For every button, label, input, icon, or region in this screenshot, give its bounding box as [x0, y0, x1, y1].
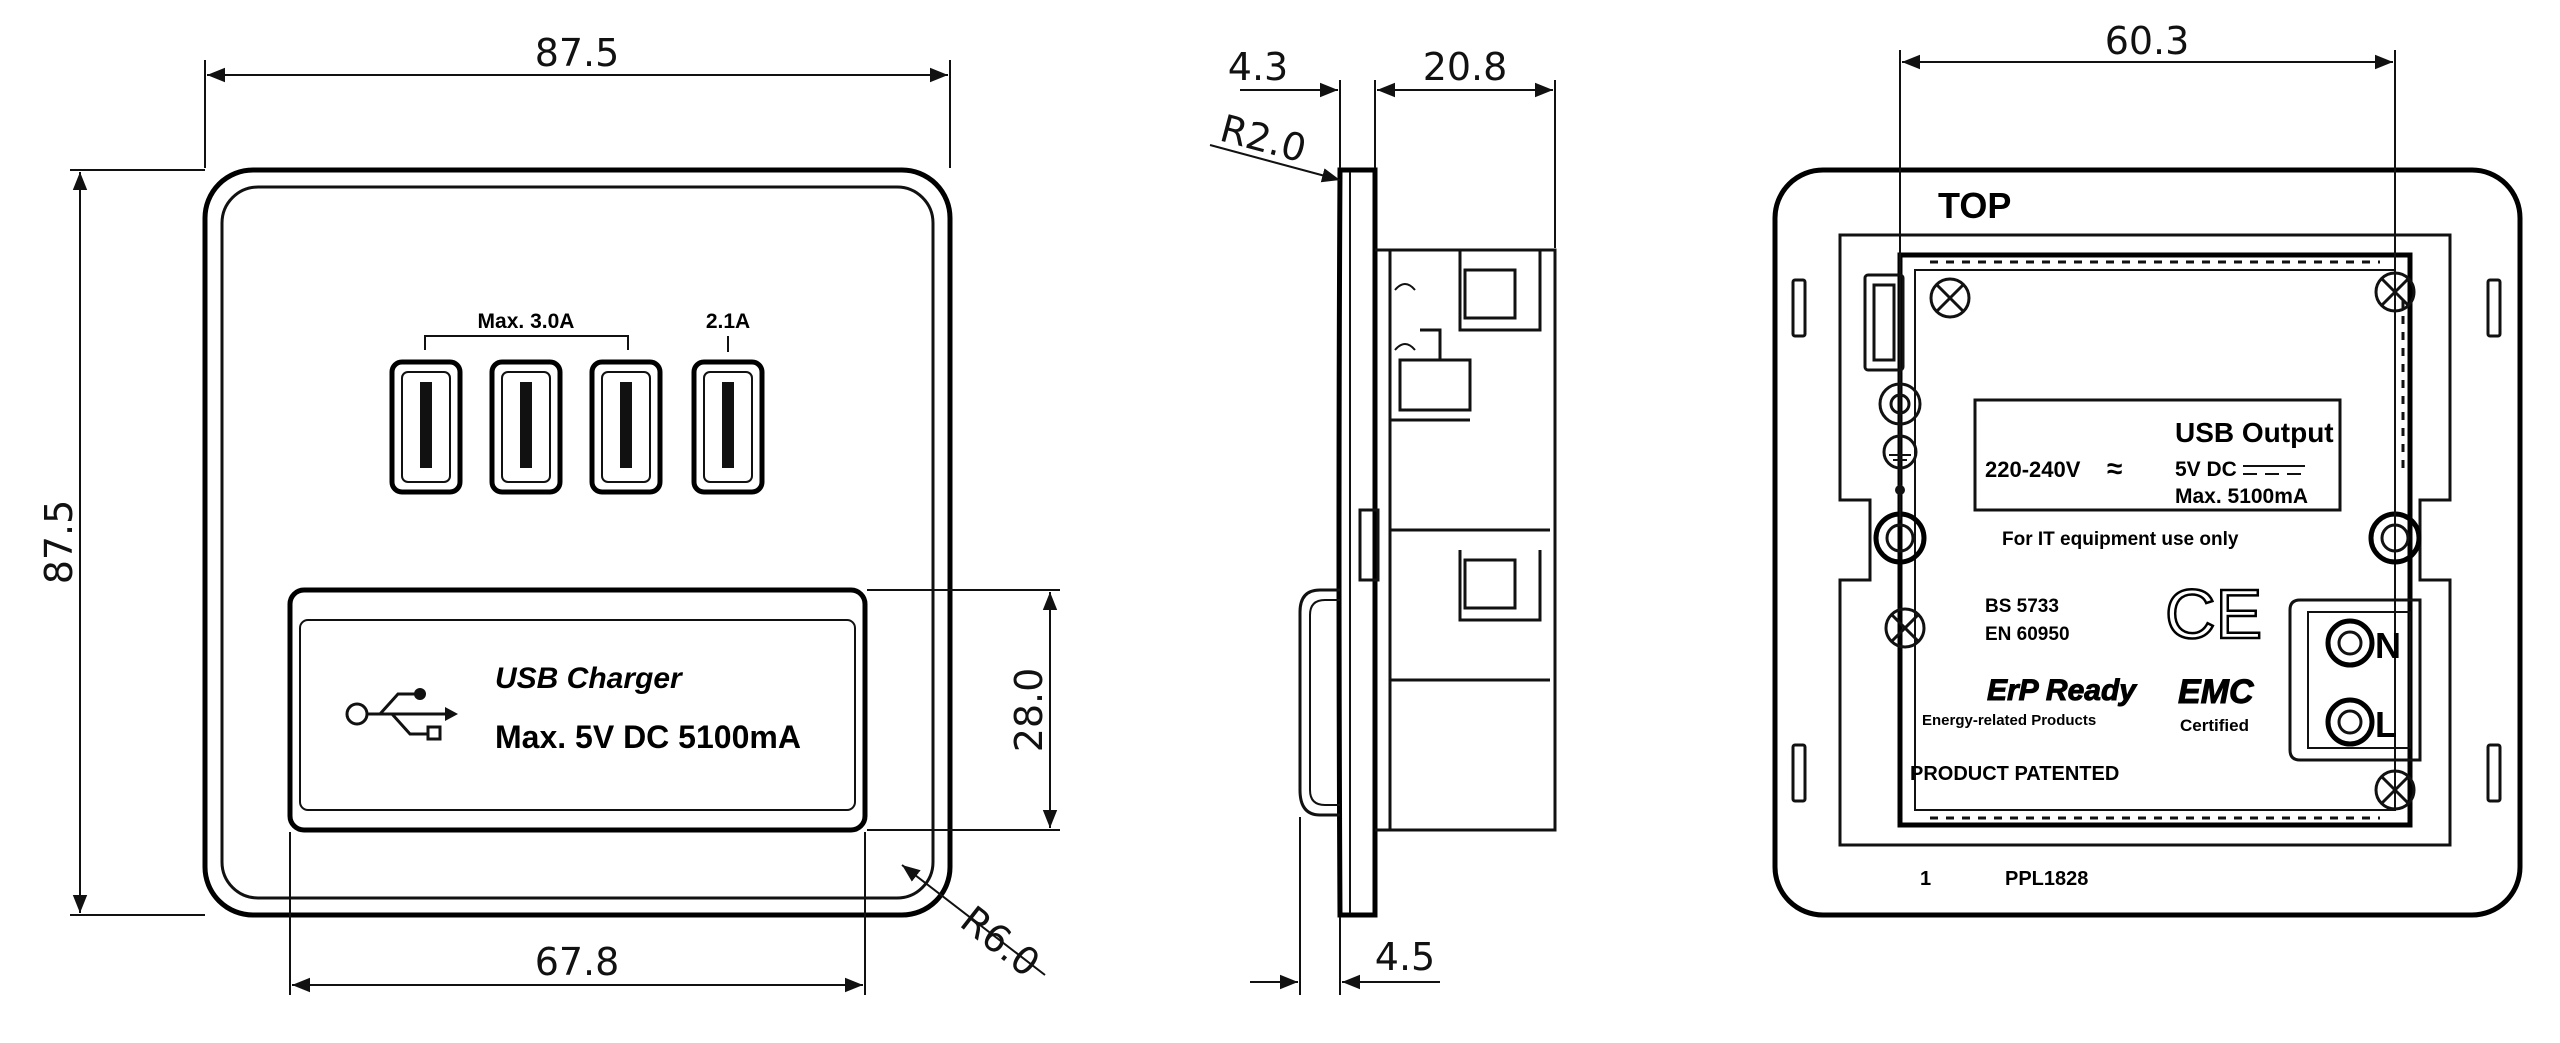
svg-text:R2.0: R2.0	[1216, 106, 1311, 171]
svg-text:60.3: 60.3	[2105, 19, 2190, 63]
side-rear-rim	[1298, 588, 1340, 817]
emc-sub: Certified	[2180, 716, 2249, 735]
usb-port-3	[589, 359, 663, 495]
output-voltage: 5V DC	[2175, 458, 2237, 481]
patent-label: PRODUCT PATENTED	[1910, 763, 2119, 785]
terminal-n-screw	[2325, 618, 2375, 668]
ce-mark: CE	[2165, 575, 2262, 653]
terminal-n-label: N	[2375, 625, 2401, 666]
screw-bottom-left	[1884, 607, 1926, 649]
dim-height: 87.5	[37, 169, 205, 916]
dim-label-width: 67.8	[289, 832, 866, 995]
dim-fixing-centres: 60.3	[1899, 19, 2396, 520]
side-view: 4.3 20.8 R2.0 4.5	[1209, 45, 1557, 995]
dim-label-height: 28.0	[867, 589, 1060, 831]
mount-slot-tl	[1791, 278, 1807, 338]
dim-bottom: 4.5	[1250, 817, 1440, 995]
input-voltage: 220-240V	[1985, 457, 2081, 482]
top-label: TOP	[1938, 185, 2011, 226]
dim-width: 87.5	[204, 31, 951, 168]
svg-text:R6.0: R6.0	[952, 897, 1048, 985]
svg-text:20.8: 20.8	[1423, 45, 1508, 89]
port-group-label: Max. 3.0A	[478, 310, 575, 333]
mount-slot-bl	[1791, 743, 1807, 803]
rear-frame	[1838, 233, 2452, 847]
earth-terminal	[1863, 273, 1922, 495]
svg-text:28.0: 28.0	[1007, 668, 1051, 753]
dim-corner-radius: R6.0	[901, 864, 1048, 986]
label-panel-outer	[287, 587, 868, 833]
emc-title: EMC	[2178, 673, 2254, 711]
standard-en: EN 60950	[1985, 624, 2070, 645]
rear-number: 1	[1920, 868, 1931, 890]
single-port-label: 2.1A	[706, 310, 750, 333]
ac-symbol: ≈	[2107, 453, 2122, 484]
product-code: PPL1828	[2005, 868, 2088, 890]
front-view: Max. 3.0A 2.1A	[37, 31, 1060, 995]
label-title: USB Charger	[495, 662, 684, 695]
usb-icon	[345, 688, 458, 741]
standard-bs: BS 5733	[1985, 596, 2059, 617]
screw-top-left	[1929, 277, 1971, 319]
side-plate	[1336, 167, 1378, 918]
rear-view: TOP 220-240V ≈ USB Output 5V DC Max. 510…	[1772, 19, 2523, 918]
screw-bottom-right	[2374, 769, 2416, 811]
side-body	[1358, 248, 1557, 832]
terminal-l-screw	[2325, 697, 2375, 747]
mount-slot-tr	[2486, 278, 2502, 338]
dim-plate-thickness: 4.3	[1228, 45, 1400, 168]
svg-text:4.3: 4.3	[1228, 45, 1288, 89]
front-plate-inner	[220, 185, 935, 900]
svg-text:4.5: 4.5	[1375, 935, 1435, 979]
erp-sub: Energy-related Products	[1922, 712, 2096, 729]
dc-symbol	[2243, 465, 2305, 475]
label-panel-inner	[299, 619, 856, 811]
dim-edge-radius: R2.0	[1209, 106, 1341, 183]
output-current: Max. 5100mA	[2175, 485, 2308, 508]
output-title: USB Output	[2175, 417, 2334, 448]
svg-text:87.5: 87.5	[37, 500, 81, 585]
svg-text:87.5: 87.5	[535, 31, 620, 75]
svg-text:67.8: 67.8	[535, 940, 620, 984]
terminal-block: N L	[2288, 598, 2422, 762]
rating-box	[1973, 398, 2342, 512]
it-note: For IT equipment use only	[2002, 529, 2239, 550]
port-group-bracket	[424, 335, 629, 350]
mount-slot-br	[2486, 743, 2502, 803]
front-plate-outer	[202, 167, 953, 918]
usb-port-4	[691, 359, 765, 495]
usb-port-1	[389, 359, 463, 495]
terminal-l-label: L	[2375, 704, 2397, 745]
rear-plate-outer	[1772, 167, 2523, 918]
erp-title: ErP Ready	[1987, 674, 2137, 707]
label-rating: Max. 5V DC 5100mA	[495, 719, 801, 755]
dim-depth: 20.8	[1377, 45, 1556, 248]
usb-port-2	[489, 359, 563, 495]
